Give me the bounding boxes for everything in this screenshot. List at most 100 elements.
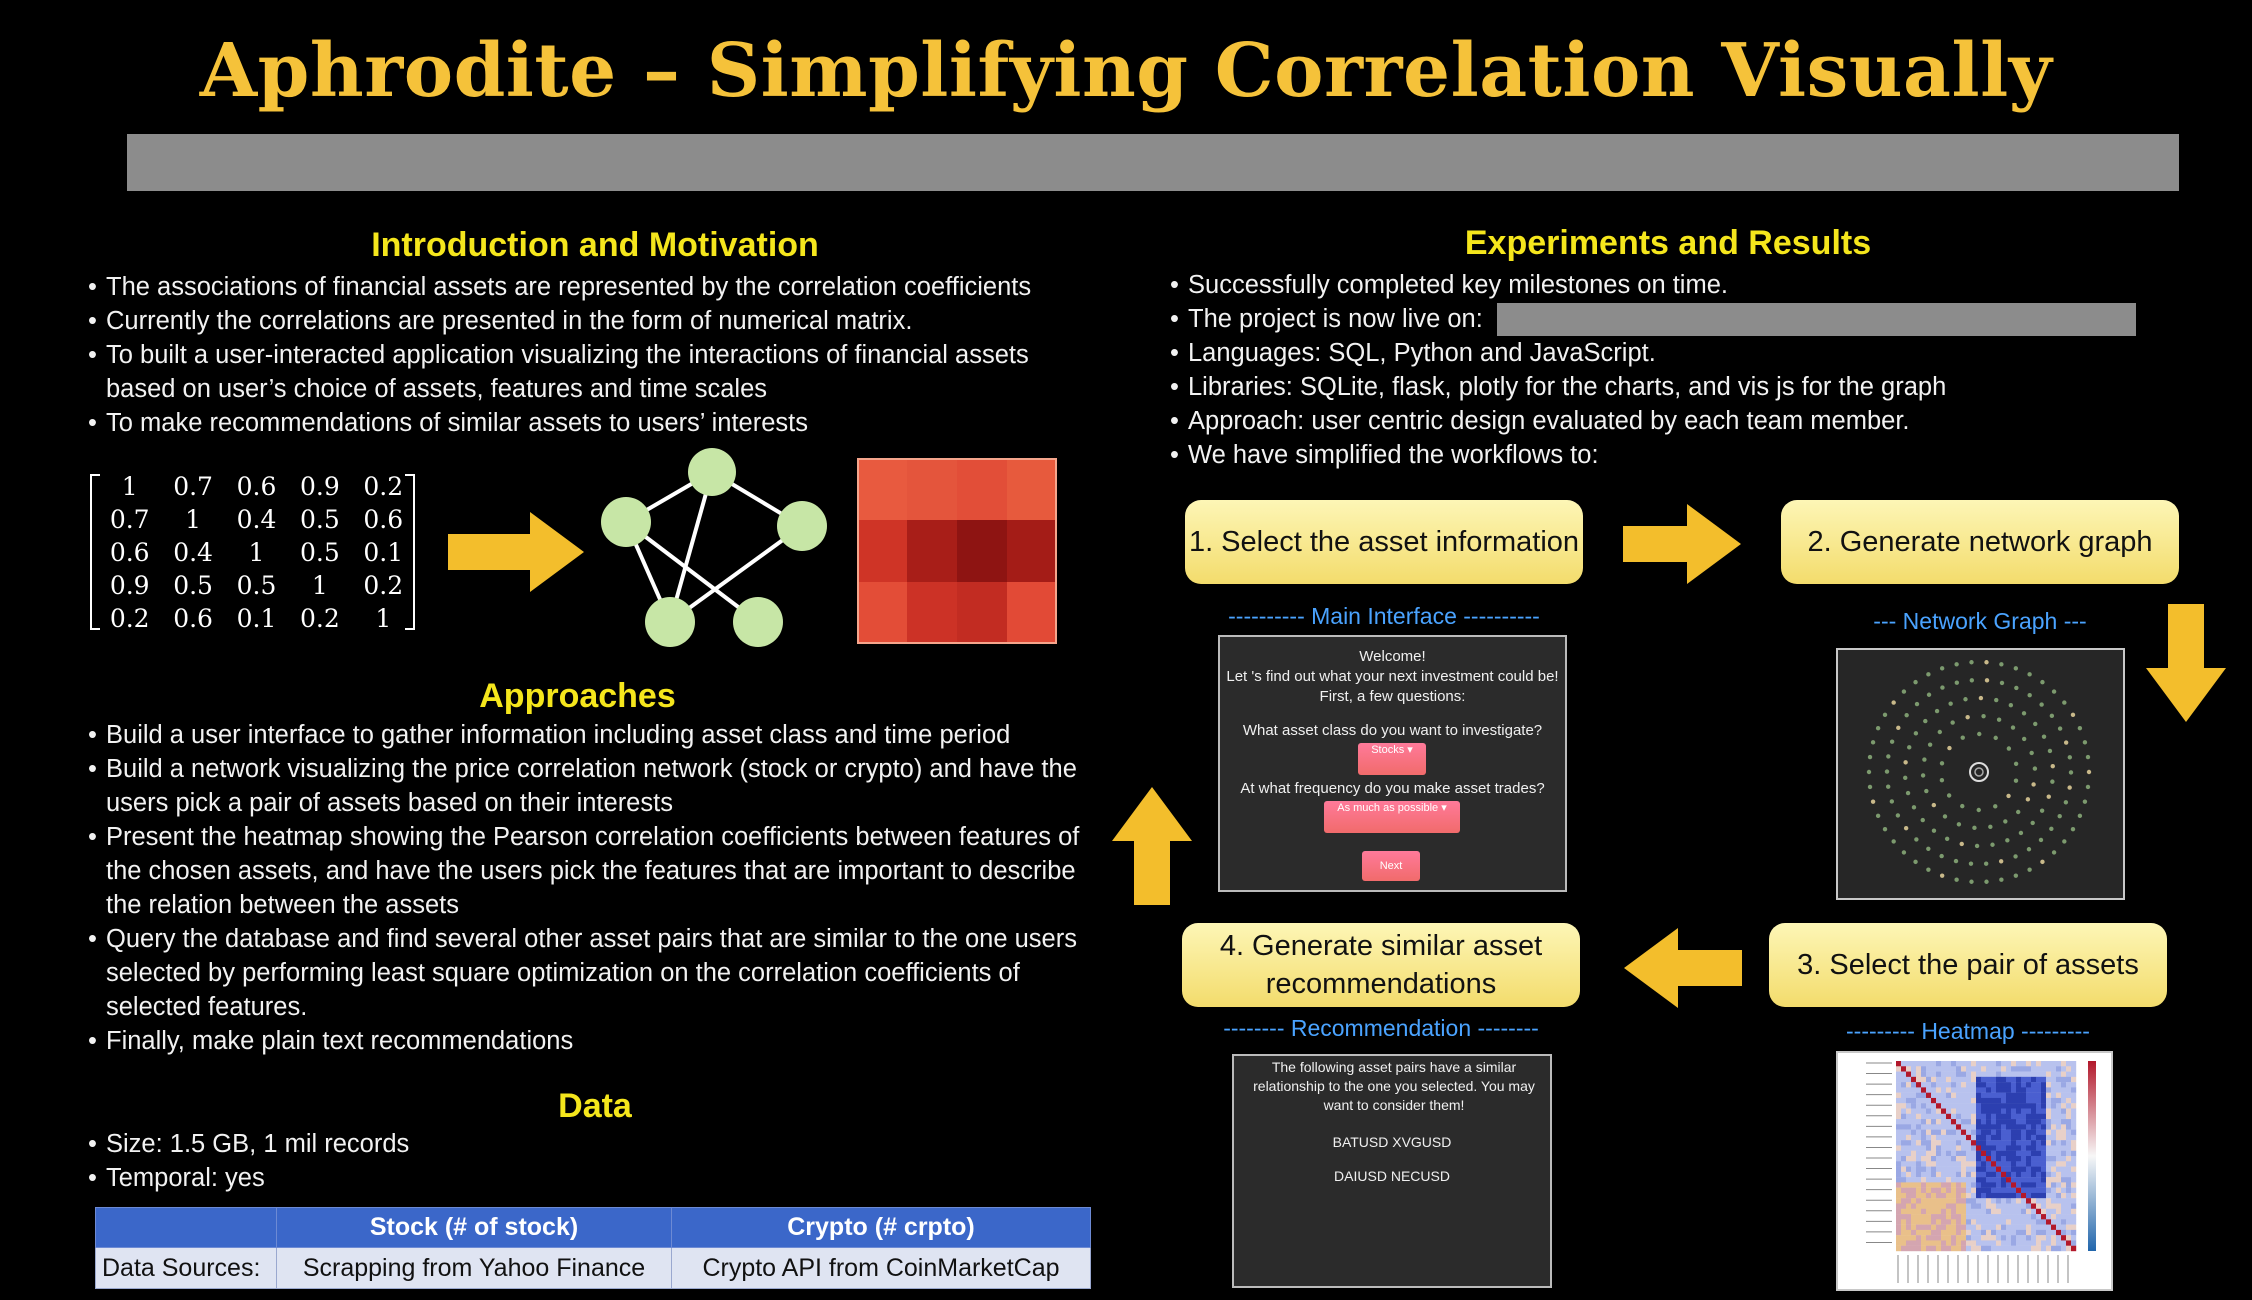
heatmap-cell xyxy=(2041,1229,2047,1236)
heatmap-cell xyxy=(2046,1156,2052,1162)
heatmap-cell xyxy=(2056,1113,2062,1120)
heatmap-cell xyxy=(1966,1150,1972,1157)
heatmap-cell xyxy=(1986,1119,1992,1125)
heatmap-cell xyxy=(1951,1161,1957,1167)
heatmap-cell xyxy=(2046,1240,2052,1246)
graph-node xyxy=(2085,784,2091,790)
heatmap-cell xyxy=(2046,1177,2052,1183)
heatmap-cell xyxy=(1996,1219,2002,1225)
heatmap-cell xyxy=(2056,1092,2062,1099)
heatmap-cell xyxy=(2036,1219,2042,1225)
next-button[interactable]: Next xyxy=(1362,851,1420,881)
heatmap-cell xyxy=(1941,1113,1947,1120)
heatmap-cell xyxy=(1911,1187,1917,1194)
heatmap-cell xyxy=(1916,1103,1922,1109)
heatmap-cell xyxy=(2021,1214,2027,1220)
heatmap-cell xyxy=(2071,1245,2077,1252)
heatmap-cell xyxy=(1991,1103,1997,1109)
welcome-text: Welcome! xyxy=(1359,648,1426,665)
heatmap-cell xyxy=(1936,1076,1942,1083)
heatmap-cell xyxy=(2046,1092,2052,1099)
heatmap-cell xyxy=(1956,1192,1962,1199)
heatmap-cell xyxy=(1916,1219,1922,1225)
heatmap-cell xyxy=(1931,1156,1937,1162)
heatmap-cell xyxy=(1961,1066,1967,1072)
graph-node xyxy=(2014,685,2019,691)
heatmap-cell xyxy=(2026,1156,2032,1162)
heatmap-cell xyxy=(857,458,907,520)
heatmap-cell xyxy=(1911,1214,1917,1220)
heatmap-cell xyxy=(1961,1224,1967,1231)
heatmap-cell xyxy=(2066,1245,2072,1252)
heatmap-cell xyxy=(1991,1066,1997,1072)
graph-node xyxy=(1942,814,1948,819)
heatmap-cell xyxy=(1966,1177,1972,1183)
frequency-select[interactable]: As much as possible ▾ xyxy=(1324,801,1460,833)
heatmap-cell xyxy=(1901,1097,1907,1104)
heatmap-cell xyxy=(1981,1108,1987,1114)
heatmap-cell xyxy=(2016,1119,2022,1125)
heatmap-cell xyxy=(2026,1071,2032,1078)
heatmap-cell xyxy=(1926,1198,1932,1204)
heatmap-cell xyxy=(1901,1124,1907,1130)
heatmap-cell xyxy=(1961,1150,1967,1157)
heatmap-cell xyxy=(1911,1092,1917,1099)
heatmap-cell xyxy=(2031,1097,2037,1104)
heatmap-cell xyxy=(1981,1224,1987,1231)
heatmap-cell xyxy=(1926,1161,1932,1167)
heatmap-cell xyxy=(1916,1076,1922,1083)
intro-text: Let 's find out what your next investmen… xyxy=(1226,668,1559,685)
heatmap-cell xyxy=(2061,1061,2067,1067)
heatmap-cell xyxy=(1961,1082,1967,1088)
heatmap-cell xyxy=(2036,1145,2042,1151)
heatmap-cell xyxy=(2051,1076,2057,1083)
heatmap-cell xyxy=(2026,1161,2032,1167)
heatmap-cell xyxy=(2071,1082,2077,1088)
heatmap-cell xyxy=(1946,1171,1952,1178)
heatmap-cell xyxy=(1996,1082,2002,1088)
heatmap-cell xyxy=(1926,1087,1932,1093)
heatmap-cell xyxy=(1941,1229,1947,1236)
heatmap-cell xyxy=(1926,1156,1932,1162)
heatmap-cell xyxy=(1951,1187,1957,1194)
heatmap-cell xyxy=(1981,1119,1987,1125)
heatmap-cell xyxy=(1971,1076,1977,1083)
heatmap-cell xyxy=(2061,1229,2067,1236)
intro-bullets: The associations of financial assets are… xyxy=(88,270,1098,440)
graph-node xyxy=(1922,757,1927,762)
heatmap-cell xyxy=(2021,1182,2027,1188)
heatmap-cell xyxy=(1996,1208,2002,1215)
heatmap-cell xyxy=(1971,1097,1977,1104)
asset-class-select[interactable]: Stocks ▾ xyxy=(1358,743,1426,775)
heatmap-cell xyxy=(1981,1229,1987,1236)
heatmap-cell xyxy=(2011,1134,2017,1141)
heatmap-cell xyxy=(1931,1187,1937,1194)
heatmap-cell xyxy=(1946,1198,1952,1204)
heatmap-cell xyxy=(2046,1061,2052,1067)
heatmap-cell xyxy=(1901,1087,1907,1093)
heatmap-cell xyxy=(2051,1245,2057,1252)
heatmap-cell xyxy=(1956,1097,1962,1104)
heatmap-cell xyxy=(2041,1108,2047,1114)
heatmap-cell xyxy=(1007,582,1057,644)
heatmap-cell xyxy=(2061,1192,2067,1199)
matrix-cell: 0.6 xyxy=(173,604,213,633)
heatmap-cell xyxy=(2026,1066,2032,1072)
matrix-cell: 0.2 xyxy=(363,472,404,501)
matrix-cell: 0.7 xyxy=(173,472,213,501)
heatmap-cell xyxy=(1916,1208,1922,1215)
heatmap-cell xyxy=(1906,1061,1912,1067)
heatmap-cell xyxy=(2041,1182,2047,1188)
heatmap-cell xyxy=(1906,1208,1912,1215)
heatmap-cell xyxy=(1896,1066,1902,1072)
heatmap-cell xyxy=(2026,1087,2032,1093)
graph-node xyxy=(2030,820,2035,826)
heatmap-cell xyxy=(2036,1177,2042,1183)
heatmap-cell xyxy=(2031,1192,2037,1199)
heatmap-cell xyxy=(1971,1235,1977,1241)
heatmap-cell xyxy=(1976,1097,1982,1104)
approaches-bullet: Build a user interface to gather informa… xyxy=(88,718,1098,752)
heatmap-cell xyxy=(1916,1224,1922,1231)
heatmap-cell xyxy=(2056,1224,2062,1231)
heatmap-cell xyxy=(1896,1203,1902,1209)
